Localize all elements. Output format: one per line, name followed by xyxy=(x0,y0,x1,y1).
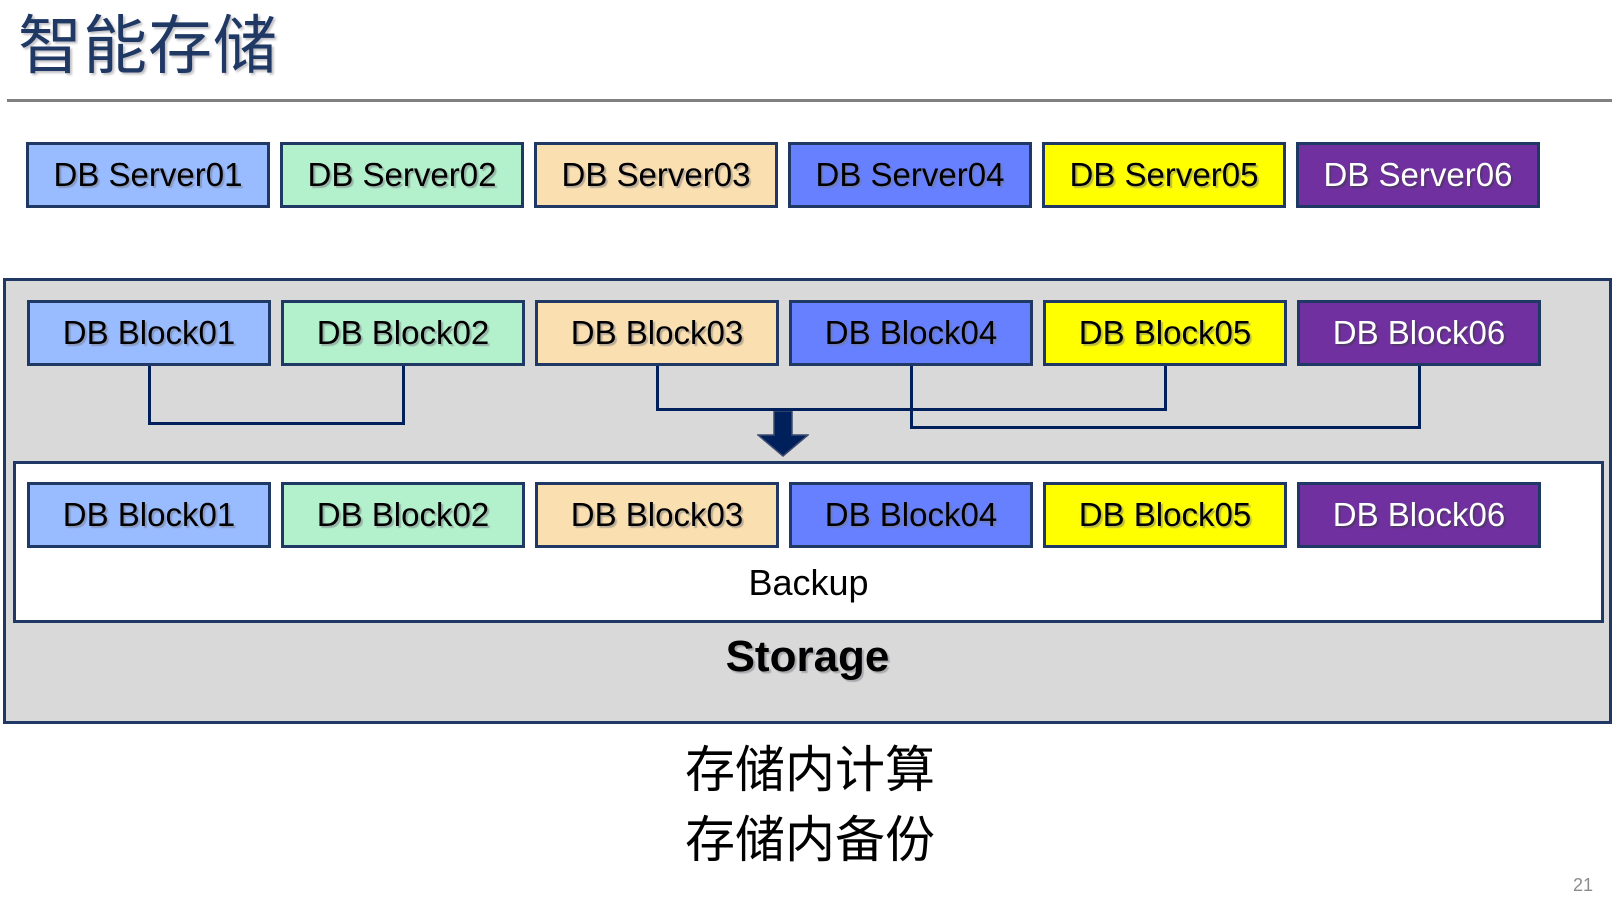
db-server-box-label: DB Server03 xyxy=(561,156,751,193)
page-title: 智能存储 xyxy=(18,10,278,82)
db-block-box-1[interactable]: DB Block01 xyxy=(27,300,271,366)
db-block-box-4[interactable]: DB Block04 xyxy=(789,300,1033,366)
backup-block-box-2[interactable]: DB Block02 xyxy=(281,482,525,548)
backup-block-box-label: DB Block03 xyxy=(570,496,744,533)
db-block-box-label: DB Block03 xyxy=(570,314,744,351)
backup-label: Backup xyxy=(748,562,869,603)
connector-block03-drop xyxy=(656,366,659,408)
backup-block-box-1[interactable]: DB Block01 xyxy=(27,482,271,548)
connector-block02-drop xyxy=(402,366,405,422)
db-block-box-label: DB Block04 xyxy=(824,314,998,351)
db-server-box-6[interactable]: DB Server06 xyxy=(1296,142,1540,208)
connector-block01-drop xyxy=(148,366,151,422)
backup-block-box-6[interactable]: DB Block06 xyxy=(1297,482,1541,548)
db-server-box-label: DB Server06 xyxy=(1323,156,1513,193)
backup-block-box-3[interactable]: DB Block03 xyxy=(535,482,779,548)
connector-block01-02-join xyxy=(148,422,405,425)
db-server-box-label: DB Server05 xyxy=(1069,156,1259,193)
db-block-box-label: DB Block01 xyxy=(62,314,236,351)
backup-block-box-label: DB Block02 xyxy=(316,496,490,533)
connector-block04-drop xyxy=(910,366,913,426)
backup-block-box-label: DB Block05 xyxy=(1078,496,1252,533)
db-server-box-2[interactable]: DB Server02 xyxy=(280,142,524,208)
backup-block-box-4[interactable]: DB Block04 xyxy=(789,482,1033,548)
backup-block-box-5[interactable]: DB Block05 xyxy=(1043,482,1287,548)
db-block-box-label: DB Block05 xyxy=(1078,314,1252,351)
backup-block-box-label: DB Block01 xyxy=(62,496,236,533)
db-server-box-label: DB Server02 xyxy=(307,156,497,193)
db-block-box-label: DB Block02 xyxy=(316,314,490,351)
page-number: 21 xyxy=(1572,875,1593,895)
connector-block06-drop xyxy=(1418,366,1421,426)
db-block-box-3[interactable]: DB Block03 xyxy=(535,300,779,366)
db-server-box-1[interactable]: DB Server01 xyxy=(26,142,270,208)
db-block-box-6[interactable]: DB Block06 xyxy=(1297,300,1541,366)
title-divider xyxy=(7,99,1612,102)
caption-line-2: 存储内备份 xyxy=(685,812,935,868)
slide-caption: 存储内计算存储内备份 xyxy=(0,735,1620,875)
caption-line-1: 存储内计算 xyxy=(685,742,935,798)
db-server-box-label: DB Server01 xyxy=(53,156,243,193)
connector-block04-06-join xyxy=(910,426,1421,429)
down-arrow-icon xyxy=(757,411,809,457)
db-server-box-5[interactable]: DB Server05 xyxy=(1042,142,1286,208)
backup-block-box-label: DB Block06 xyxy=(1332,496,1506,533)
db-server-box-4[interactable]: DB Server04 xyxy=(788,142,1032,208)
backup-block-box-label: DB Block04 xyxy=(824,496,998,533)
storage-label: Storage xyxy=(725,632,890,681)
db-server-box-3[interactable]: DB Server03 xyxy=(534,142,778,208)
db-block-box-5[interactable]: DB Block05 xyxy=(1043,300,1287,366)
db-block-box-label: DB Block06 xyxy=(1332,314,1506,351)
db-block-box-2[interactable]: DB Block02 xyxy=(281,300,525,366)
connector-block05-drop xyxy=(1164,366,1167,408)
db-server-box-label: DB Server04 xyxy=(815,156,1005,193)
